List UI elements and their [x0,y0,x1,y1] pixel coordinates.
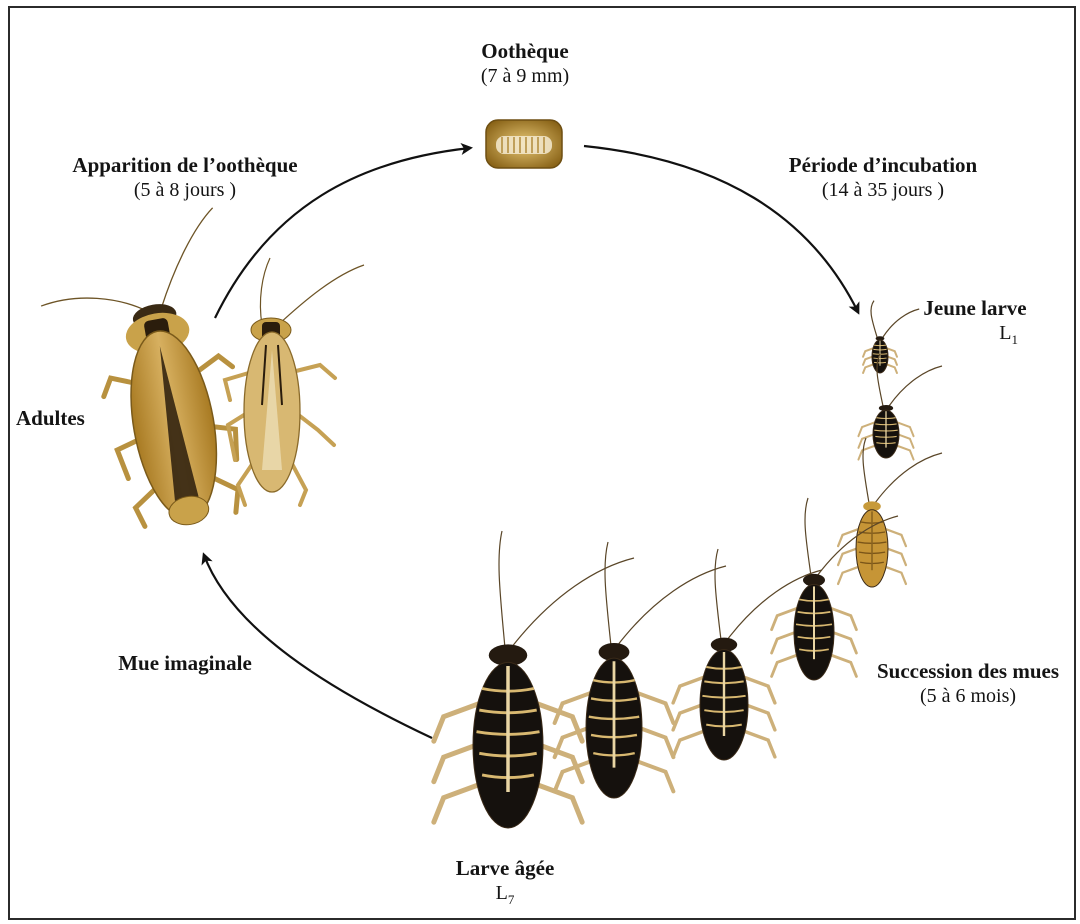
old-larva-label: Larve âgée L7 [430,855,580,909]
mue-imaginale-label: Mue imaginale [100,650,270,676]
incubation-label: Période d’incubation (14 à 35 jours ) [758,152,1008,203]
ootheca-image [486,120,562,168]
apparition-label: Apparition de l’oothèque (5 à 8 jours ) [40,152,330,203]
arrow-larva-to-adults [204,555,432,738]
young-larva-label: Jeune larve L1 [900,295,1050,349]
adult-cockroach-male [225,258,364,505]
ootheca-title: Oothèque [440,38,610,64]
molts-duration: (5 à 6 mois) [862,684,1074,709]
molts-label: Succession des mues (5 à 6 mois) [862,658,1074,709]
adults-title: Adultes [16,405,106,431]
nymph-stages [434,301,942,828]
incubation-title: Période d’incubation [758,152,1008,178]
old-larva-stage: L7 [430,881,580,908]
adults-label: Adultes [16,405,106,431]
nymph-l3 [838,438,942,587]
apparition-duration: (5 à 8 jours ) [40,178,330,203]
mue-imaginale-title: Mue imaginale [100,650,270,676]
old-larva-title: Larve âgée [430,855,580,881]
nymph-l6 [555,542,726,798]
young-larva-title: Jeune larve [900,295,1050,321]
apparition-title: Apparition de l’oothèque [40,152,330,178]
molts-title: Succession des mues [862,658,1074,684]
incubation-duration: (14 à 35 jours ) [758,178,1008,203]
ootheca-size: (7 à 9 mm) [440,64,610,89]
ootheca-label: Oothèque (7 à 9 mm) [440,38,610,89]
adult-cockroach-female [29,208,266,544]
nymph-l2 [858,354,942,460]
young-larva-stage: L1 [900,321,1050,348]
